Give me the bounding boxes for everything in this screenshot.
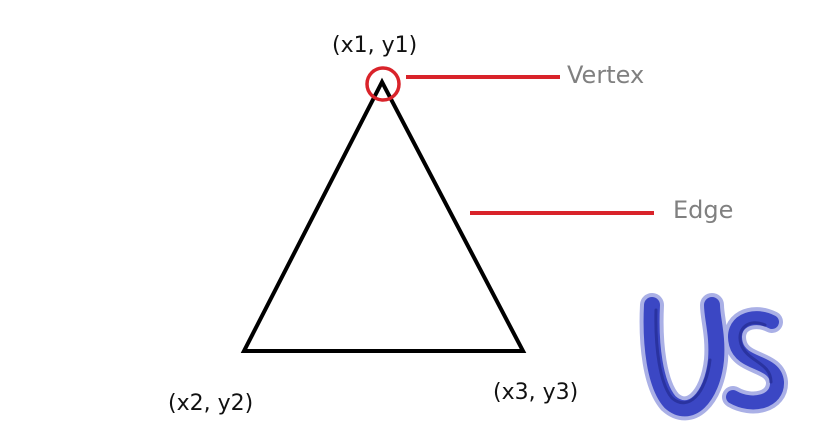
vertex-highlight-circle: [365, 66, 401, 102]
vertex-bottom-left-label: (x2, y2): [168, 391, 253, 416]
vertex-bottom-right-label: (x3, y3): [493, 380, 578, 405]
edge-callout-label: Edge: [673, 196, 733, 224]
vertex-top-label: (x1, y1): [332, 33, 417, 58]
vertex-callout-label: Vertex: [567, 61, 644, 89]
us-logo-icon: [639, 293, 788, 421]
triangle-shape: [240, 77, 527, 353]
